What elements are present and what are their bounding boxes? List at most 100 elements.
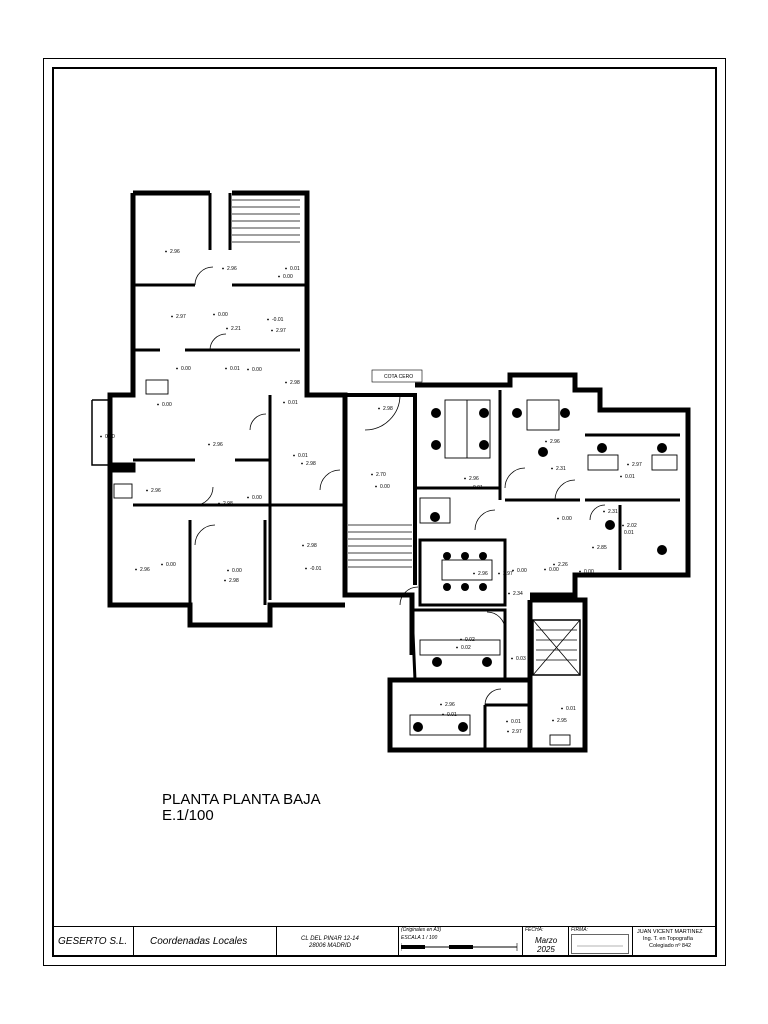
elevation-label: 2.96	[213, 442, 223, 448]
furniture	[113, 369, 678, 746]
elevation-point	[218, 502, 220, 505]
elevation-point	[442, 713, 444, 716]
elevation-label: 2.96	[478, 571, 488, 577]
stairs	[232, 199, 577, 661]
elevation-point	[464, 477, 466, 480]
elevation-point	[498, 572, 500, 575]
elevation-label: -0.01	[272, 317, 284, 323]
elevation-point	[561, 707, 563, 710]
elevation-label: 0.01	[298, 453, 308, 459]
chairs	[413, 408, 667, 732]
door-swings	[194, 266, 606, 706]
elevation-label: 0.01	[566, 706, 576, 712]
address-line1: CL DEL PINAR 12-14	[301, 936, 359, 942]
fecha-year: 2025	[537, 945, 555, 954]
elevation-label: 0.00	[252, 367, 262, 373]
author-title: Ing. T. en Topografía	[643, 936, 693, 942]
originals-note: (Originales en A3)	[401, 927, 442, 933]
elevation-point	[226, 327, 228, 330]
elevation-label: 0.01	[473, 485, 483, 491]
elevation-label: 2.70	[376, 472, 386, 478]
elevation-label: 0.01	[447, 712, 457, 718]
elevation-point	[247, 496, 249, 499]
elevation-point	[371, 473, 373, 476]
elevation-label: 0.01	[230, 366, 240, 372]
elevation-label: 2.97	[632, 462, 642, 468]
elevation-label: 0.00	[549, 567, 559, 573]
elevation-label: 2.26	[558, 562, 568, 568]
coords-label: Coordenadas Locales	[150, 936, 248, 947]
elevation-point	[592, 546, 594, 549]
elevation-label: 2.96	[140, 567, 150, 573]
elevation-point	[473, 572, 475, 575]
elevation-label: 2.85	[597, 545, 607, 551]
elevation-point	[557, 517, 559, 520]
elevation-label: 0.01	[290, 266, 300, 272]
elevation-label: 0.00	[162, 402, 172, 408]
author-reg: Colegiado nº 842	[649, 943, 692, 949]
elevation-label: 2.31	[556, 466, 566, 472]
elevation-point	[171, 315, 173, 318]
elevation-label: 2.98	[383, 406, 393, 412]
elevation-point	[544, 568, 546, 571]
elevation-point	[553, 563, 555, 566]
elevation-point	[100, 435, 102, 438]
elevation-label: 0.02	[465, 637, 475, 643]
sheet-outer-border	[43, 58, 726, 966]
elevation-point	[285, 381, 287, 384]
escala-label: ESCALA 1 / 100	[401, 935, 438, 941]
fecha-month: Marzo	[535, 936, 558, 945]
company-name: GESERTO S.L.	[58, 936, 128, 947]
plan-scale: E.1/100	[162, 807, 214, 824]
elevation-label: 2.98	[229, 578, 239, 584]
elevation-point	[278, 275, 280, 278]
company-cell: GESERTO S.L.	[53, 927, 134, 957]
elevation-point	[603, 510, 605, 513]
elevation-label: 2.96	[445, 702, 455, 708]
elevation-point	[227, 569, 229, 572]
elevation-label: 0.01	[288, 400, 298, 406]
elevation-point	[440, 703, 442, 706]
elevation-point	[456, 646, 458, 649]
address-line2: 28006 MADRID	[309, 943, 352, 949]
elevation-label: 2.95	[557, 718, 567, 724]
elevation-point	[267, 318, 269, 321]
elevation-label: 2.02	[627, 523, 637, 529]
elevation-point	[375, 485, 377, 488]
elevation-point	[545, 440, 547, 443]
elevation-label: 0.03	[516, 656, 526, 662]
elevation-point	[579, 570, 581, 573]
elevation-label: 2.34	[513, 591, 523, 597]
author-cell: JUAN VICENT MARTINEZ Ing. T. en Topograf…	[633, 927, 716, 957]
elevation-point	[468, 486, 470, 489]
elevation-label: 2.97	[276, 328, 286, 334]
elevation-label: 0.00	[166, 562, 176, 568]
elevation-label: 2.96	[227, 266, 237, 272]
elevation-point	[512, 569, 514, 572]
elevation-point	[157, 403, 159, 406]
elevation-label: 0.00	[252, 495, 262, 501]
elevation-point	[620, 475, 622, 478]
elevation-point	[507, 730, 509, 733]
elevation-label: 0.00	[517, 568, 527, 574]
scale-bar	[401, 943, 518, 951]
fecha-cell: FECHA: Marzo 2025	[523, 927, 569, 957]
elevation-point	[302, 544, 304, 547]
elevation-label: 2.96	[151, 488, 161, 494]
elevation-point	[508, 592, 510, 595]
elevation-label: 2.96	[469, 476, 479, 482]
elevation-point	[225, 367, 227, 370]
elevation-point	[213, 313, 215, 316]
elevation-label: 0.00	[283, 274, 293, 280]
elevation-point	[506, 720, 508, 723]
elevation-label: 2.97	[503, 571, 513, 577]
elevation-label: 0.02	[461, 645, 471, 651]
elevation-point	[222, 267, 224, 270]
elevation-point	[208, 443, 210, 446]
elevation-point	[293, 454, 295, 457]
sheet-inner-border	[52, 67, 717, 957]
elevation-label: 2.98	[306, 461, 316, 467]
elevation-label: 0.00	[181, 366, 191, 372]
